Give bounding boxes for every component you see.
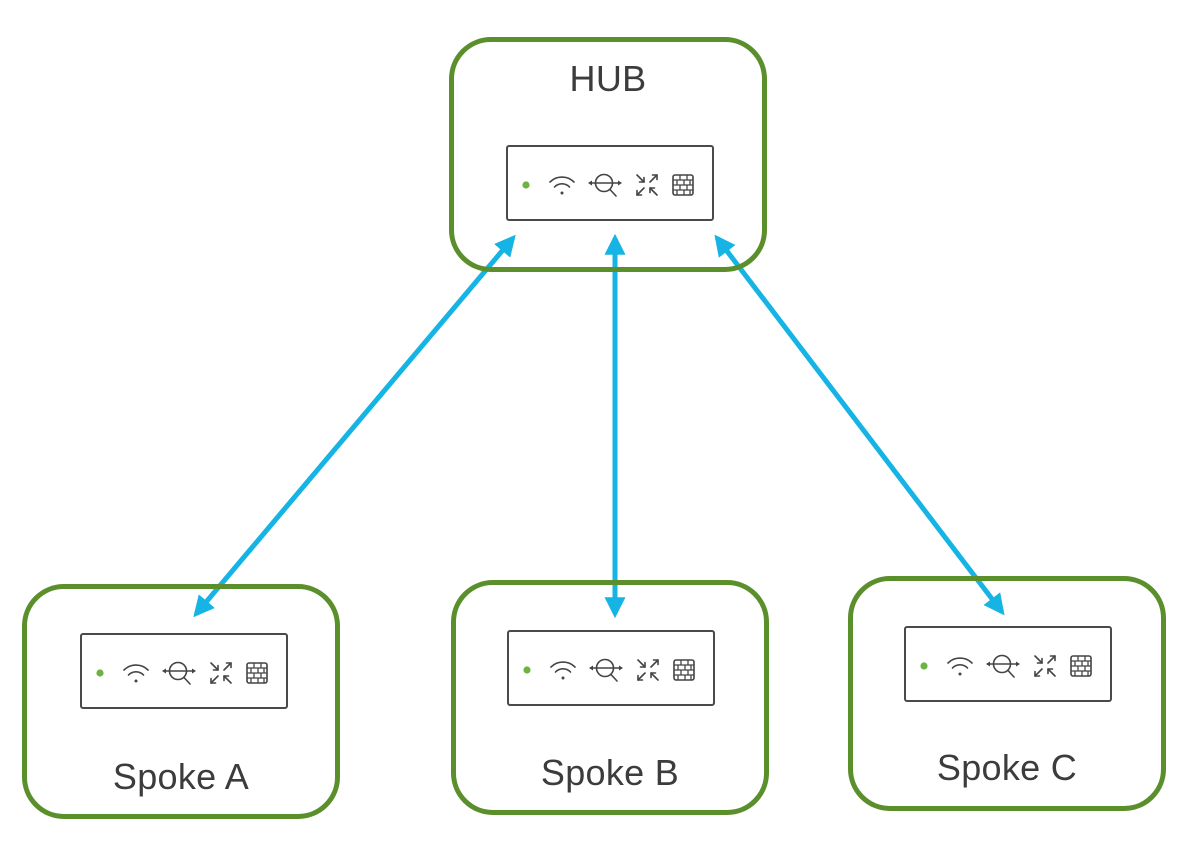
- spoke-b-site: Spoke B: [451, 580, 769, 815]
- spoke-c-label: Spoke C: [936, 747, 1078, 788]
- link-hub-spoke-a: [193, 234, 516, 618]
- wifi-icon: [550, 661, 576, 680]
- firewall-icon: [672, 174, 694, 196]
- status-led-icon: [920, 662, 928, 670]
- routing-icon: [636, 174, 658, 196]
- hub-device: [506, 145, 714, 221]
- firewall-icon: [246, 662, 268, 684]
- spoke-a-device: [80, 633, 288, 709]
- firewall-icon: [673, 659, 695, 681]
- status-led-icon: [522, 181, 530, 189]
- link-hub-spoke-c: [714, 234, 1005, 616]
- inspection-icon: [986, 654, 1020, 678]
- device-panel: [522, 173, 694, 197]
- routing-icon: [637, 659, 659, 681]
- device-panel: [523, 658, 695, 682]
- spoke-a-label: Spoke A: [112, 756, 250, 797]
- hub-label: HUB: [569, 58, 647, 99]
- spoke-b-device: [507, 630, 715, 706]
- spoke-c-device: [904, 626, 1112, 702]
- firewall-icon: [1070, 655, 1092, 677]
- spoke-b-label: Spoke B: [540, 752, 680, 793]
- hub-site: HUB: [449, 37, 767, 272]
- wifi-icon: [947, 657, 973, 676]
- status-led-icon: [523, 666, 531, 674]
- routing-icon: [1034, 655, 1056, 677]
- inspection-icon: [162, 661, 196, 685]
- device-panel: [920, 654, 1092, 678]
- routing-icon: [210, 662, 232, 684]
- device-panel: [96, 661, 268, 685]
- inspection-icon: [588, 173, 622, 197]
- spoke-a-site: Spoke A: [22, 584, 340, 819]
- wifi-icon: [123, 664, 149, 683]
- inspection-icon: [589, 658, 623, 682]
- spoke-c-site: Spoke C: [848, 576, 1166, 811]
- status-led-icon: [96, 669, 104, 677]
- wifi-icon: [549, 176, 575, 195]
